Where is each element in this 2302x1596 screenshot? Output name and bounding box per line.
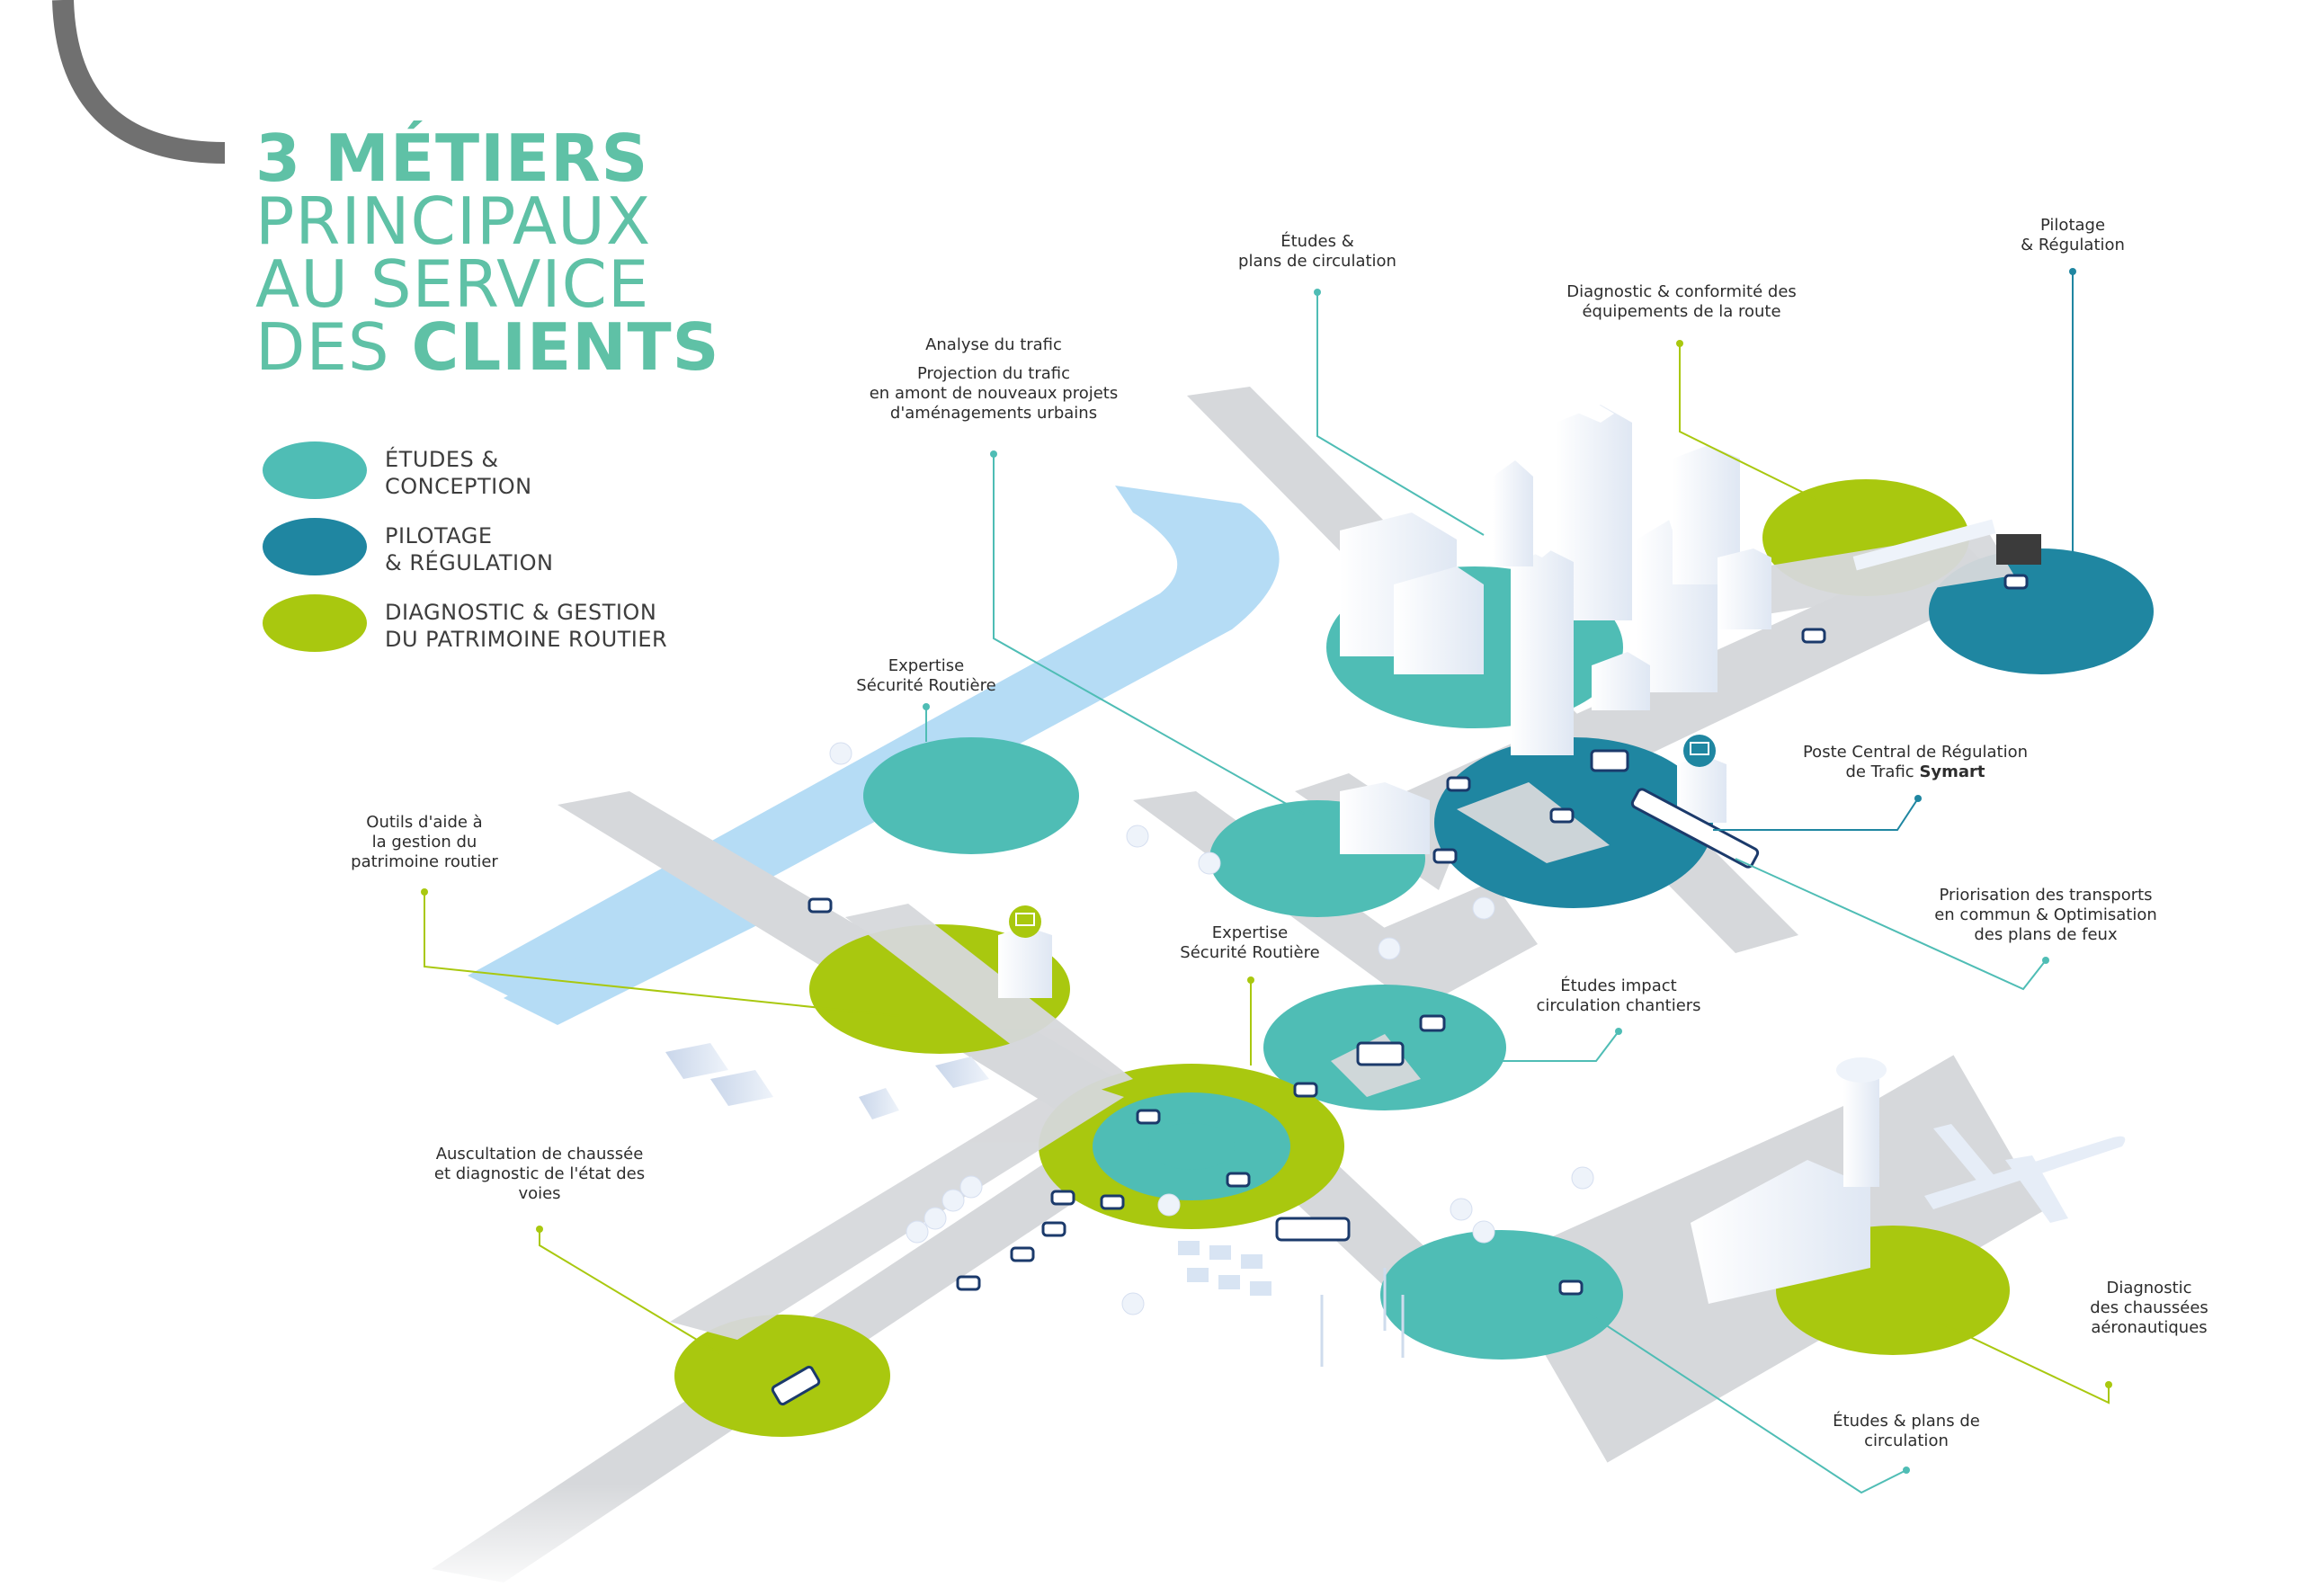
block-2: [1394, 566, 1484, 674]
legend-item-etudes: ÉTUDES &CONCEPTION: [385, 447, 532, 499]
skyscraper-1: [1556, 396, 1632, 620]
solar-panel-icon: [1178, 1241, 1271, 1296]
traffic-control-monitor-icon-2: [1009, 905, 1041, 938]
control-tower: [1843, 1070, 1879, 1187]
title-line-1: 3 MÉTIERS: [255, 120, 649, 196]
leader-analyse-trafic: [993, 454, 1305, 815]
house-2: [710, 1070, 773, 1106]
legend-item-pilotage: PILOTAGE& RÉGULATION: [385, 523, 554, 575]
wind-turbine-icon: [1320, 1268, 1405, 1367]
house-1: [665, 1043, 728, 1079]
label-etudes-plans: Études &plans de circulation: [1238, 232, 1396, 271]
zone-teal-river: [863, 737, 1079, 854]
river: [468, 486, 1280, 1007]
road-vertical: [1367, 881, 1538, 998]
leader-lines: [424, 272, 2110, 1494]
leader-auscultation: [539, 1229, 720, 1354]
airport-terminal: [1691, 1160, 1870, 1304]
low-block: [1592, 652, 1650, 710]
leader-etudes-impact: [1493, 1030, 1619, 1062]
highway-gantry: [1852, 519, 2041, 571]
leader-dots: [421, 268, 2112, 1474]
legend-swatch-pilotage: [263, 518, 367, 575]
label-poste-central: Poste Central de Régulation de Trafic Sy…: [1802, 743, 2029, 781]
city-hall: [1340, 782, 1430, 854]
leader-outils: [424, 892, 900, 1017]
control-building: [1677, 755, 1726, 823]
label-pilotage-regulation: Pilotage& Régulation: [2021, 216, 2125, 254]
leader-etudes-plans: [1316, 292, 1485, 536]
buildings: [665, 396, 1887, 1304]
title-line-3: AU SERVICE: [255, 246, 650, 322]
tower-5: [1493, 460, 1533, 566]
skyscraper-2: [1511, 539, 1574, 755]
legend-swatch-etudes: [263, 441, 367, 499]
title-line-4: DES CLIENTS: [255, 309, 720, 385]
leader-priorisation: [1735, 858, 2047, 991]
block-3: [1718, 548, 1771, 629]
zone-green-bottom-left: [674, 1315, 890, 1437]
leader-diagnostic-conformite: [1679, 343, 1817, 500]
legend-swatch-diagnostic: [263, 594, 367, 652]
leader-etudes-plans-2: [1586, 1312, 1907, 1494]
airplane-icon: [1924, 1124, 2126, 1223]
title-line-2: PRINCIPAUX: [255, 183, 652, 259]
house-3: [935, 1057, 989, 1088]
roundabout-island: [1148, 1123, 1235, 1170]
decorative-arc: [52, 0, 226, 164]
label-analyse-trafic: Analyse du trafic Projection du trafic e…: [869, 335, 1119, 423]
leader-poste-central: [1713, 798, 1919, 831]
control-tower-top: [1836, 1057, 1887, 1083]
leader-aero: [1937, 1321, 2110, 1404]
vehicles: [771, 574, 2029, 1406]
building-green-left: [998, 926, 1052, 998]
house-4: [859, 1088, 899, 1119]
zone-teal-bottom: [1380, 1230, 1623, 1360]
trees: [829, 742, 1594, 1315]
tower-4: [1673, 445, 1740, 584]
river-lower: [504, 881, 791, 1025]
traffic-control-monitor-icon: [1683, 735, 1716, 767]
